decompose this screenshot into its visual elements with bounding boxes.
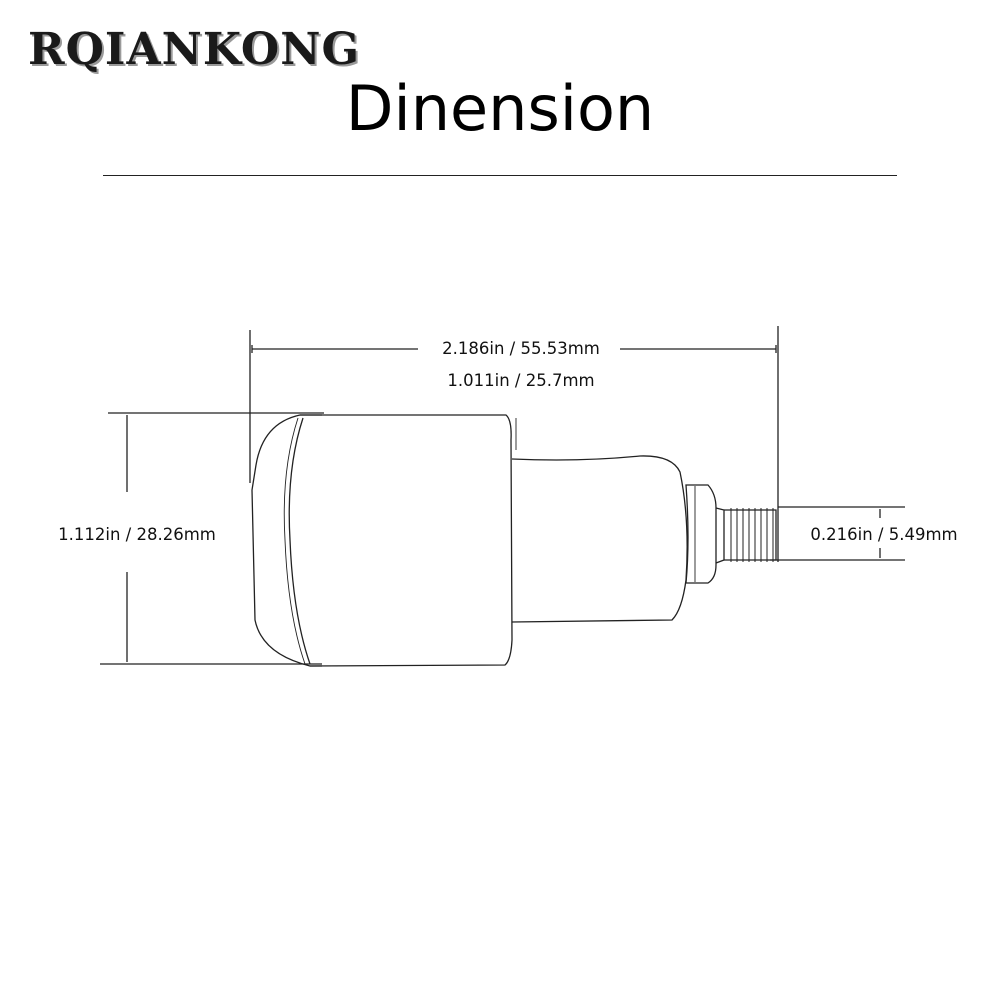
end-cap-rim-inner: [283, 417, 306, 665]
brand-logo: RQIANKONG: [28, 24, 361, 75]
total-length-dimension-line: [251, 345, 777, 353]
bolt-diameter-label: 0.216in / 5.49mm: [810, 525, 957, 544]
neck-outline: [511, 455, 688, 623]
hex-nut: [685, 484, 717, 584]
body-length-label: 1.011in / 25.7mm: [447, 371, 594, 390]
washer: [715, 507, 725, 564]
title-divider: [103, 175, 897, 176]
main-body-outline: [300, 414, 513, 667]
threaded-bolt: [724, 509, 777, 561]
end-cap-outline: [251, 414, 322, 667]
bolt-threads: [730, 508, 774, 562]
page-title: Dinension: [345, 72, 655, 145]
total-length-label: 2.186in / 55.53mm: [442, 339, 600, 358]
end-cap-rim: [288, 417, 311, 665]
diameter-label: 1.112in / 28.26mm: [58, 525, 216, 544]
